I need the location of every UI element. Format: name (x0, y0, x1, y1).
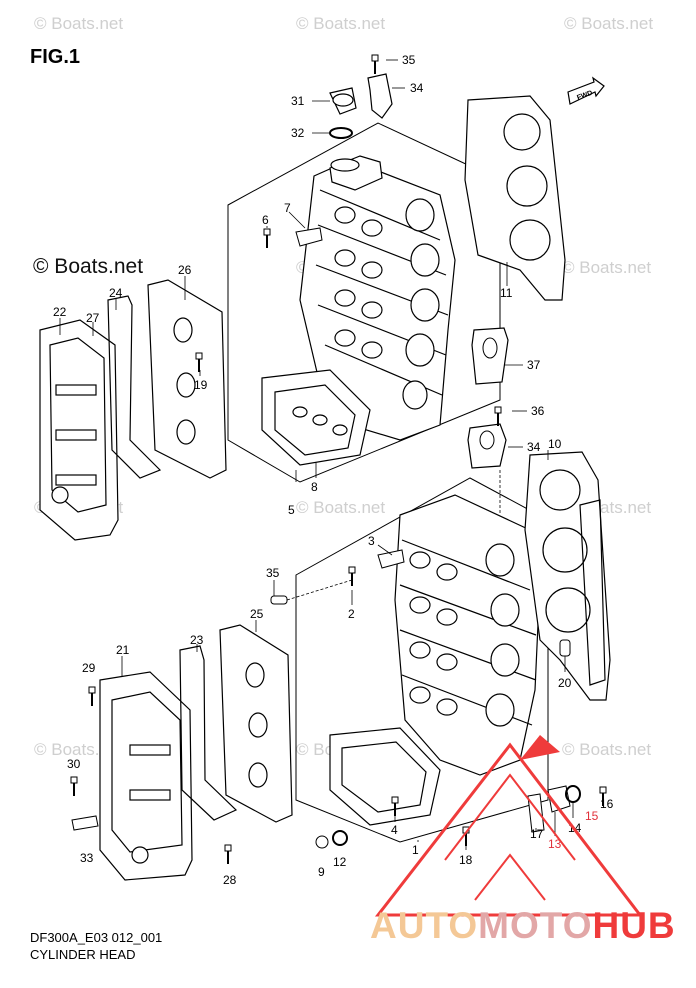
watermark: © Boats.net (34, 14, 124, 33)
upper-head-cover-22 (39, 319, 119, 541)
callout-30: 30 (67, 757, 81, 771)
callout-8: 8 (311, 480, 318, 494)
callout-34: 34 (527, 440, 541, 454)
callout-25: 25 (250, 607, 264, 621)
figure-title: FIG.1 (30, 46, 81, 68)
head-gasket-11 (464, 95, 566, 301)
callout-28: 28 (223, 873, 237, 887)
callout-22: 22 (53, 305, 67, 319)
callout-29: 29 (82, 661, 96, 675)
leader-lines (59, 59, 604, 850)
callout-1: 1 (412, 843, 419, 857)
callout-15: 15 (585, 809, 599, 823)
diagram-title: CYLINDER HEAD (30, 947, 136, 962)
callout-26: 26 (178, 263, 192, 277)
brand-part-auto: AUTO (370, 905, 479, 946)
callout-18: 18 (459, 853, 473, 867)
callout-4: 4 (391, 823, 398, 837)
callout-7: 7 (284, 201, 291, 215)
callout-36: 35 (266, 566, 280, 580)
watermark: © Boats.net (562, 740, 652, 759)
rocker-3 (377, 549, 405, 569)
rocker-7 (295, 227, 323, 247)
dowel-pin-36 (270, 595, 288, 605)
upper-head-outline-box (227, 122, 501, 483)
cover-gasket-26 (147, 279, 227, 479)
upper-cylinder-head (261, 155, 456, 466)
callout-23: 23 (190, 633, 204, 647)
head-gasket-10 (524, 451, 611, 701)
watermark: © Boats.net (562, 258, 652, 277)
callout-34: 34 (410, 81, 424, 95)
cover-gasket-25 (219, 624, 293, 823)
lower-head-outline-box (295, 477, 549, 843)
bracket-34-lower (467, 423, 507, 469)
callout-13: 13 (548, 837, 562, 851)
callout-11: 11 (500, 286, 513, 300)
spark-plug-33 (71, 815, 99, 831)
callout-10: 10 (548, 437, 562, 451)
callout-17: 17 (530, 827, 544, 841)
callout-9: 9 (318, 865, 325, 879)
lower-head-cover-21 (99, 671, 193, 881)
callout-24: 24 (109, 286, 123, 300)
watermark: © Boats.net (296, 498, 386, 517)
dowel-pin-20 (559, 639, 571, 657)
callout-5: 5 (288, 503, 295, 517)
callout-3: 3 (368, 534, 375, 548)
callout-2: 2 (348, 607, 355, 621)
automotohub-logo-icon (374, 735, 644, 917)
fwd-arrow-icon: FWD (567, 76, 605, 105)
bracket-37 (471, 327, 509, 385)
cover-gasket-24 (107, 295, 162, 479)
callout-33: 33 (80, 851, 94, 865)
brand-wordmark: AUTOMOTOHUB (370, 905, 676, 947)
oil-filler-cap (329, 54, 393, 139)
callout-35: 35 (402, 53, 416, 67)
callout-12: 12 (333, 855, 347, 869)
callout-16: 16 (600, 797, 614, 811)
bracket-13 (547, 785, 571, 813)
lower-cylinder-head (329, 494, 541, 826)
callout-6: 6 (262, 213, 269, 227)
brand-part-hub: HUB (592, 905, 676, 946)
callout-37: 37 (527, 358, 541, 372)
callout-19: 19 (194, 378, 208, 392)
callout-32: 32 (291, 126, 305, 140)
callout-27: 27 (86, 311, 100, 325)
callout-20: 20 (558, 676, 572, 690)
diagram-code: DF300A_E03 012_001 (30, 930, 163, 945)
watermark-large: © Boats.net (33, 255, 144, 278)
watermark: © Boats.net (564, 14, 654, 33)
cover-gasket-23 (179, 645, 238, 821)
callout-31: 31 (291, 94, 305, 108)
callout-35: 36 (531, 404, 545, 418)
brand-part-moto: MOTO (478, 905, 593, 946)
watermark: © Boats.net (296, 14, 386, 33)
callout-21: 21 (116, 643, 130, 657)
